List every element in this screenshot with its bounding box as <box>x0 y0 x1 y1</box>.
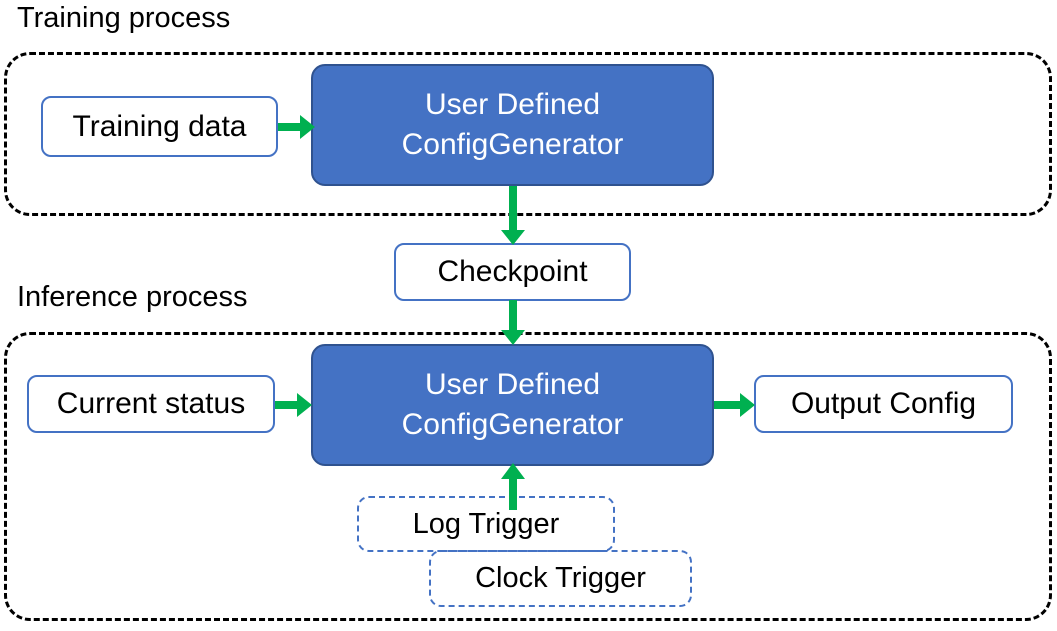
clock-trigger-node[interactable]: Clock Trigger <box>429 550 692 607</box>
current-status-node[interactable]: Current status <box>27 375 275 433</box>
checkpoint-node[interactable]: Checkpoint <box>394 243 631 301</box>
log-trigger-node[interactable]: Log Trigger <box>357 496 615 552</box>
output-config-node[interactable]: Output Config <box>754 375 1013 433</box>
clock-trigger-label: Clock Trigger <box>475 562 646 594</box>
arrow-training-processor-to-checkpoint-icon <box>498 186 528 246</box>
training-data-node[interactable]: Training data <box>41 96 278 157</box>
arrow-current-status-to-processor-icon <box>275 390 313 420</box>
inference-process-container <box>4 332 1052 621</box>
arrow-checkpoint-to-inference-processor-icon <box>498 300 528 346</box>
arrow-training-data-to-processor-icon <box>278 112 316 142</box>
training-process-container <box>4 52 1052 216</box>
training-data-label: Training data <box>72 109 247 143</box>
arrow-processor-to-output-config-icon <box>714 390 756 420</box>
arrow-triggers-to-processor-icon <box>498 463 528 511</box>
training-config-generator-label-line2: ConfigGenerator <box>401 128 624 161</box>
inference-config-generator-label-line1: User Defined <box>424 367 601 401</box>
log-trigger-label: Log Trigger <box>412 507 560 540</box>
inference-process-title: Inference process <box>17 281 248 313</box>
training-config-generator-label-line1: User Defined <box>424 87 601 121</box>
inference-config-generator-label-line2: ConfigGenerator <box>401 408 624 441</box>
training-process-title: Training process <box>17 2 231 34</box>
training-config-generator-node[interactable]: User Defined ConfigGenerator <box>311 64 714 186</box>
output-config-label: Output Config <box>790 387 977 420</box>
current-status-label: Current status <box>56 387 246 420</box>
checkpoint-label: Checkpoint <box>437 255 588 288</box>
inference-config-generator-node[interactable]: User Defined ConfigGenerator <box>311 344 714 466</box>
